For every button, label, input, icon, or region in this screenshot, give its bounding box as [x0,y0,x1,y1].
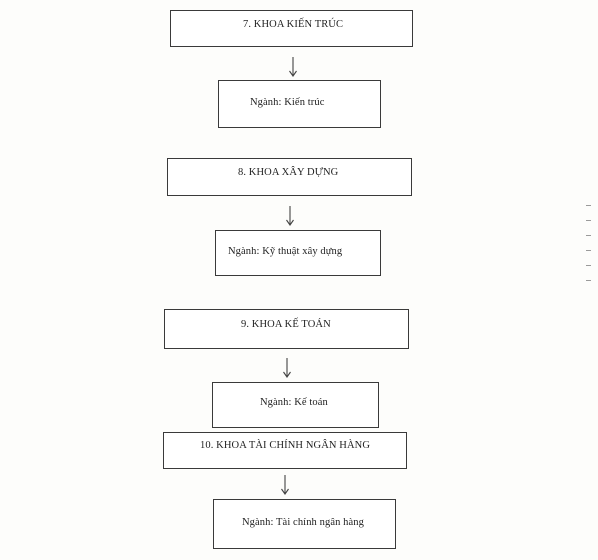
faculty-box-accounting: 9. KHOA KẾ TOÁN [164,309,409,349]
major-label: Ngành: Tài chính ngân hàng [242,517,364,528]
faculty-label: 7. KHOA KIẾN TRÚC [243,19,344,30]
arrow-down-icon [289,57,297,77]
arrow-down-icon [281,475,289,495]
faculty-label: 8. KHOA XÂY DỰNG [238,167,339,178]
faculty-box-finance-banking: 10. KHOA TÀI CHÍNH NGÂN HÀNG [163,432,407,469]
major-box-architecture: Ngành: Kiến trúc [218,80,381,128]
arrow-down-icon [286,206,294,226]
major-label: Ngành: Kế toán [260,397,328,408]
faculty-label: 9. KHOA KẾ TOÁN [241,319,331,330]
major-label: Ngành: Kỹ thuật xây dựng [228,246,343,257]
arrow-down-icon [283,358,291,378]
major-box-accounting: Ngành: Kế toán [212,382,379,428]
faculty-box-architecture: 7. KHOA KIẾN TRÚC [170,10,413,47]
major-box-finance-banking: Ngành: Tài chính ngân hàng [213,499,396,549]
faculty-label: 10. KHOA TÀI CHÍNH NGÂN HÀNG [200,440,371,451]
faculty-box-construction: 8. KHOA XÂY DỰNG [167,158,412,196]
page-margin-marks [584,205,592,315]
major-box-construction: Ngành: Kỹ thuật xây dựng [215,230,381,276]
major-label: Ngành: Kiến trúc [250,97,325,108]
